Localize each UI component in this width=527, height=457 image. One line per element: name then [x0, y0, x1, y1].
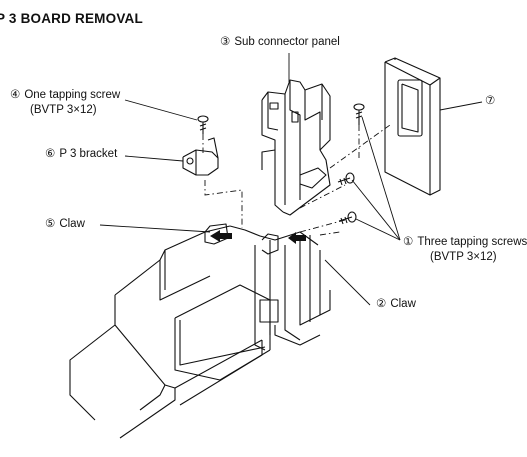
label-board-7: ⑦ [485, 95, 496, 107]
screw-1a [353, 103, 365, 125]
label-three-tapping-screws-spec: (BVTP 3×12) [430, 251, 497, 263]
arrow-left-claw-icon [210, 230, 232, 242]
exploded-diagram [69, 53, 483, 439]
leader-lines [99, 53, 483, 306]
arrow-right-claw-icon [288, 232, 306, 244]
label-one-tapping-screw-spec: (BVTP 3×12) [30, 104, 97, 116]
removal-arrows [210, 230, 306, 244]
screw-1b [337, 172, 355, 186]
board-7 [384, 57, 441, 196]
chassis [69, 223, 331, 439]
screw-4 [197, 115, 209, 134]
screw-1c [338, 211, 357, 225]
sub-connector-panel [261, 79, 331, 216]
p3-bracket [182, 137, 219, 176]
assembly-lines [202, 124, 391, 236]
page-title: P 3 BOARD REMOVAL [0, 11, 143, 26]
